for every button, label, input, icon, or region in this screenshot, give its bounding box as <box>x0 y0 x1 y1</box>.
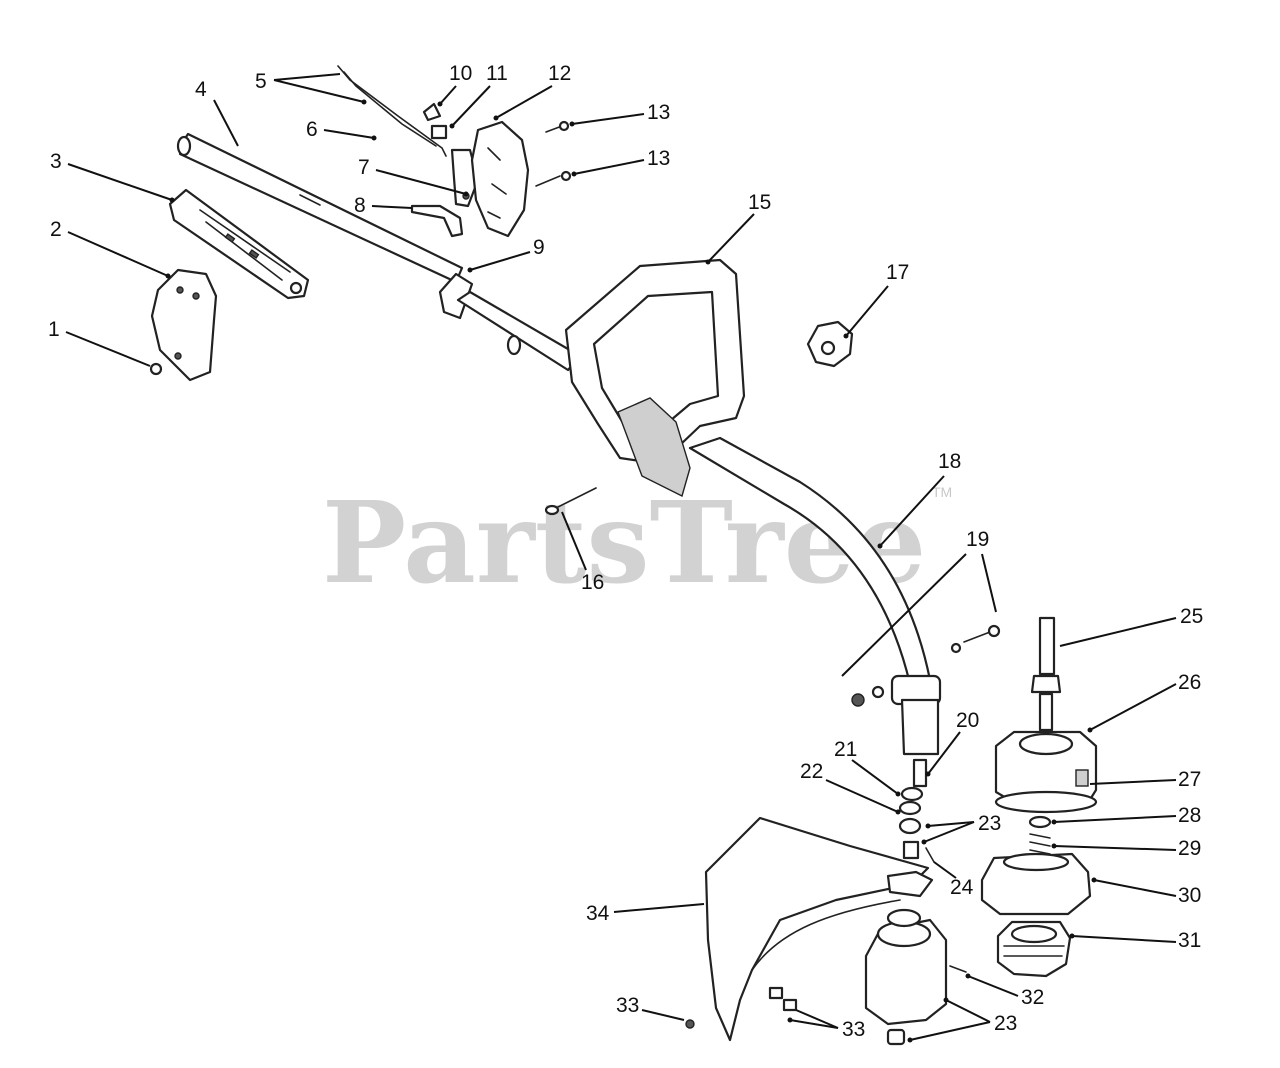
callout-number: 4 <box>195 78 207 101</box>
part-2-cover-plate <box>150 268 218 382</box>
callout-number: 20 <box>956 709 979 732</box>
callout-number: 11 <box>486 62 508 85</box>
callout-number: 29 <box>1178 837 1201 860</box>
callout-number: 24 <box>950 876 974 899</box>
callout-number: 13 <box>647 101 670 124</box>
callout-17: 17 <box>843 261 909 339</box>
callout-number: 5 <box>255 70 267 93</box>
callout-10: 10 <box>437 62 472 107</box>
callout-number: 34 <box>586 902 610 925</box>
callout-number: 9 <box>533 236 545 259</box>
part-13-screws <box>535 120 572 187</box>
part-28-29-spring <box>1028 815 1052 855</box>
callout-9: 9 <box>467 236 545 273</box>
callout-number: 13 <box>647 147 670 170</box>
callout-11: 11 <box>449 62 508 129</box>
part-5-throttle-cable <box>337 65 447 157</box>
part-10-cap <box>422 102 442 122</box>
part-25-spindle <box>1030 616 1062 732</box>
part-32-screw <box>949 965 967 973</box>
callout-4: 4 <box>195 78 239 147</box>
callout-number: 7 <box>358 156 370 179</box>
callout-number: 12 <box>548 62 571 85</box>
callout-28: 28 <box>1051 804 1201 827</box>
callout-6: 6 <box>306 118 377 141</box>
part-8-lever <box>410 204 464 238</box>
part-30-spool <box>980 852 1092 916</box>
callout-18: 18 <box>877 450 961 549</box>
part-9-shaft-clamp <box>438 272 582 372</box>
callout-number: 30 <box>1178 884 1201 907</box>
callout-number: 2 <box>50 218 62 241</box>
callout-34: 34 <box>586 902 705 925</box>
callout-number: 25 <box>1180 605 1203 628</box>
callout-23-lower: 23 <box>907 997 1017 1043</box>
callout-8: 8 <box>354 194 413 217</box>
callout-5: 5 <box>255 70 367 105</box>
callout-12: 12 <box>493 62 571 121</box>
callout-20: 20 <box>925 709 979 777</box>
part-12-handle-half <box>470 120 530 238</box>
callout-number: 17 <box>886 261 909 284</box>
part-19-clamp-hardware <box>851 624 1001 756</box>
callout-2: 2 <box>50 218 171 279</box>
part-15-assist-handle <box>564 258 746 498</box>
callout-23-upper: 23 <box>921 812 1001 845</box>
part-34-guard <box>704 816 934 1042</box>
callout-25: 25 <box>1059 605 1203 647</box>
callout-30: 30 <box>1091 877 1201 907</box>
callout-21: 21 <box>834 738 901 797</box>
callout-number: 10 <box>449 62 472 85</box>
callout-29: 29 <box>1051 837 1201 860</box>
callout-27: 27 <box>1089 768 1201 791</box>
callout-number: 1 <box>48 318 60 341</box>
callout-number: 26 <box>1178 671 1201 694</box>
callout-number: 28 <box>1178 804 1201 827</box>
callout-number: 8 <box>354 194 366 217</box>
callout-7: 7 <box>358 156 469 197</box>
callout-number: 32 <box>1021 986 1044 1009</box>
part-3-housing-bracket <box>168 188 310 300</box>
callout-number: 31 <box>1178 929 1201 952</box>
callout-22: 22 <box>800 760 901 815</box>
callout-number: 18 <box>938 450 961 473</box>
part-33-screws <box>685 986 798 1029</box>
callout-3: 3 <box>50 150 175 203</box>
callout-number: 19 <box>966 528 989 551</box>
callout-15: 15 <box>705 191 771 265</box>
callout-19: 19 <box>841 528 997 677</box>
callout-16: 16 <box>561 511 604 594</box>
callout-number: 15 <box>748 191 771 214</box>
watermark-trademark: TM <box>932 484 952 500</box>
part-11-switch <box>430 124 448 140</box>
callout-1: 1 <box>48 318 151 367</box>
callout-33-left: 33 <box>616 994 685 1021</box>
callout-31: 31 <box>1069 929 1201 952</box>
callout-number: 22 <box>800 760 823 783</box>
callout-number: 27 <box>1178 768 1201 791</box>
callout-number: 21 <box>834 738 857 761</box>
callout-number: 23 <box>978 812 1001 835</box>
callout-24: 24 <box>933 861 974 899</box>
callout-32: 32 <box>965 973 1044 1009</box>
callout-13-lower: 13 <box>571 147 670 177</box>
part-20-24-stack <box>898 758 935 863</box>
callout-number: 6 <box>306 118 318 141</box>
part-16-bolt <box>544 487 597 516</box>
part-31-bump-knob <box>996 920 1072 978</box>
gear-head-housing <box>864 908 948 1046</box>
part-17-knob <box>806 320 854 368</box>
callout-number: 23 <box>994 1012 1017 1035</box>
part-26-spool-housing <box>994 730 1098 814</box>
callout-33-right: 33 <box>787 1009 865 1041</box>
callout-13-upper: 13 <box>569 101 670 127</box>
callout-26: 26 <box>1087 671 1201 733</box>
callout-number: 33 <box>842 1018 865 1041</box>
callout-number: 3 <box>50 150 62 173</box>
callout-number: 33 <box>616 994 639 1017</box>
part-1-screw <box>149 362 163 376</box>
callout-number: 16 <box>581 571 604 594</box>
